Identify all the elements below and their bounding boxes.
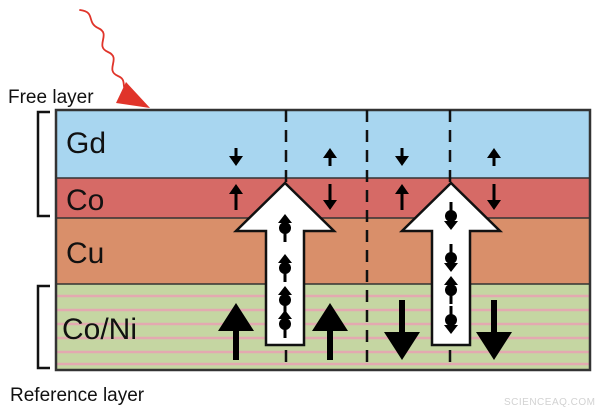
electron-dot: [445, 210, 457, 222]
coni-magnetization-arrows: [218, 300, 512, 360]
laser-pulse-arrowhead: [116, 82, 150, 108]
gd-spin-arrow-down: [395, 148, 409, 166]
gd-spin-arrow-up: [323, 148, 337, 166]
spin-up-electron: [278, 286, 292, 314]
layer-label-coni: Co/Ni: [62, 313, 137, 346]
co-spin-arrow-down: [487, 184, 501, 210]
coni-arrow-down: [476, 300, 512, 360]
small-spin-arrows: [229, 148, 501, 210]
coni-arrow-down: [384, 300, 420, 360]
reference-layer-caption: Reference layer: [10, 385, 145, 406]
electron-dot: [445, 284, 457, 296]
electron-dot: [445, 314, 457, 326]
coni-arrow-up: [312, 303, 348, 360]
co-spin-arrow-up: [395, 184, 409, 210]
electron-dot: [279, 318, 291, 330]
electron-dot: [445, 252, 457, 264]
spin-up-electron: [278, 214, 292, 242]
co-spin-arrow-down: [323, 184, 337, 210]
spin-down-electron: [444, 244, 458, 272]
watermark: SCIENCEAQ.COM: [504, 397, 596, 408]
band-borders: [54, 108, 592, 372]
layer-label-gd: Gd: [66, 127, 106, 160]
spin-up-electron: [278, 310, 292, 338]
spin-up-electron: [278, 254, 292, 282]
layer-label-co: Co: [66, 184, 104, 217]
gd-layer-band: [56, 110, 590, 178]
free-layer-bracket: [36, 110, 50, 218]
co-layer-band: [56, 178, 590, 218]
electron-dot: [279, 222, 291, 234]
electron-spin-symbols: [278, 202, 458, 338]
electron-dot: [279, 262, 291, 274]
electron-dot: [279, 294, 291, 306]
laser-pulse-wave: [79, 9, 129, 93]
gd-spin-arrow-down: [229, 148, 243, 166]
coni-arrow-up: [218, 303, 254, 360]
spin-down-electron: [444, 202, 458, 230]
layer-label-cu: Cu: [66, 237, 104, 270]
free-layer-caption: Free layer: [8, 87, 94, 108]
reference-layer-bracket: [36, 284, 50, 370]
spin-down-electron: [444, 306, 458, 334]
co-spin-arrow-up: [229, 184, 243, 210]
gd-spin-arrow-up: [487, 148, 501, 166]
spin-up-electron: [444, 276, 458, 304]
